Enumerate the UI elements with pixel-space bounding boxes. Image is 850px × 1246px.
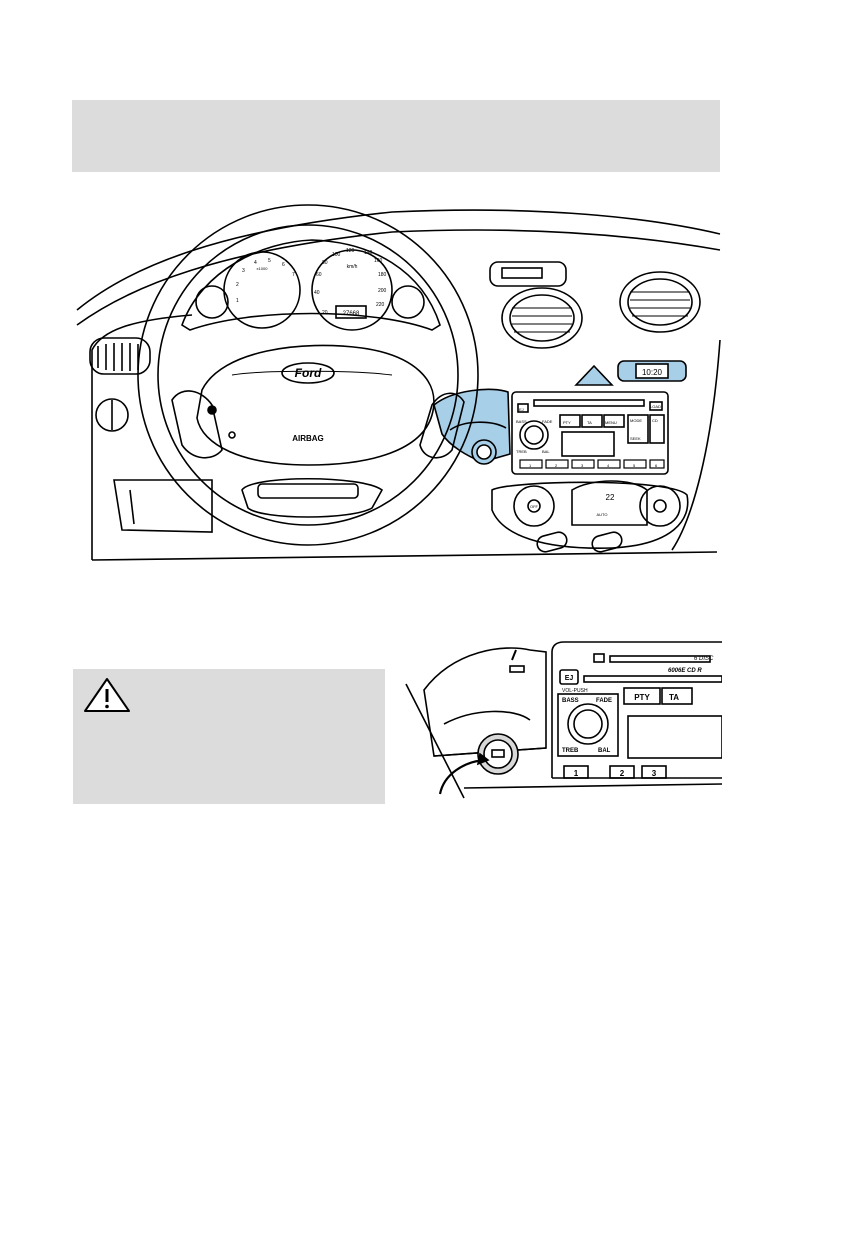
radio-fade-label: FADE	[542, 419, 553, 424]
dashboard-illustration: Ford AIRBAG km/h x1000 27668 10:20 22 AU…	[76, 204, 721, 561]
temp-display: 22	[606, 493, 615, 502]
speed-unit: km/h	[347, 264, 358, 270]
detail-bal-label: BAL	[598, 748, 611, 754]
radio-pty-label: PTY	[563, 420, 571, 425]
tacho-tick-1: 1	[236, 298, 239, 304]
detail-ej-label: EJ	[565, 675, 574, 682]
clock-display: 10:20	[642, 368, 663, 377]
tacho-tick-6: 6	[282, 262, 285, 268]
tacho-tick-labels: 1 2 3 4 5 6 7	[236, 258, 295, 304]
speedo-tick-40: 40	[314, 290, 320, 296]
detail-fade-label: FADE	[596, 698, 612, 704]
radio-ej-label: EJ	[519, 407, 524, 412]
radio-preset-3: 3	[581, 463, 584, 468]
radio-treb-label: TREB	[516, 449, 527, 454]
detail-volpush-label: VOL-PUSH	[562, 688, 588, 694]
climate-off-label: OFF	[530, 504, 539, 509]
speedo-tick-20: 20	[322, 310, 328, 316]
radio-load-label: LOAD	[650, 404, 661, 409]
radio-seek-label: SEEK	[630, 436, 641, 441]
tacho-unit: x1000	[257, 266, 269, 271]
tacho-tick-7: 7	[292, 272, 295, 278]
ford-logo: Ford	[295, 366, 322, 380]
speedo-tick-200: 200	[378, 288, 387, 294]
speedo-tick-60: 60	[316, 272, 322, 278]
speedo-tick-120: 120	[346, 248, 355, 254]
detail-ta-label: TA	[669, 693, 679, 702]
radio-preset-2: 2	[555, 463, 558, 468]
detail-preset-2: 2	[620, 769, 625, 778]
radio-cd-label: CD	[652, 418, 658, 423]
tacho-tick-2: 2	[236, 282, 239, 288]
header-band	[72, 100, 720, 172]
speedo-tick-160: 160	[374, 258, 383, 264]
detail-treb-label: TREB	[562, 748, 579, 754]
radio-preset-6: 6	[655, 463, 658, 468]
airbag-label: AIRBAG	[292, 434, 324, 443]
speedo-tick-labels: 20 40 60 80 100 120 140 160 180 200 220	[314, 248, 387, 316]
speedo-tick-220: 220	[376, 302, 385, 308]
radio-labels: EJ LOAD PTY TA MENU BASS FADE TREB BAL M…	[516, 404, 661, 468]
warning-triangle-icon	[84, 678, 130, 712]
tacho-tick-5: 5	[268, 258, 271, 264]
speedo-tick-100: 100	[332, 252, 341, 258]
speedo-tick-140: 140	[364, 250, 373, 256]
detail-preset-1: 1	[574, 769, 579, 778]
radio-preset-1: 1	[529, 463, 532, 468]
radio-preset-5: 5	[633, 463, 636, 468]
detail-disc-label: 6 DISC	[694, 656, 714, 662]
speedo-tick-180: 180	[378, 272, 387, 278]
detail-model-label: 6006E CD R	[668, 668, 702, 674]
climate-auto-label: AUTO	[596, 512, 607, 517]
speedo-tick-80: 80	[322, 260, 328, 266]
tacho-tick-4: 4	[254, 260, 257, 266]
lighter-detail-illustration: 6 DISC 6006E CD R EJ VOL-PUSH BASS FADE …	[405, 641, 722, 799]
radio-preset-4: 4	[607, 463, 610, 468]
radio-menu-label: MENU	[605, 420, 617, 425]
odometer: 27668	[343, 311, 360, 317]
detail-preset-3: 3	[652, 769, 657, 778]
detail-bass-label: BASS	[562, 698, 579, 704]
detail-pty-label: PTY	[634, 693, 650, 702]
radio-mode-label: MODE	[630, 418, 642, 423]
radio-bass-label: BASS	[516, 419, 527, 424]
radio-bal-label: BAL	[542, 449, 550, 454]
radio-ta-label: TA	[587, 420, 592, 425]
warning-box	[73, 669, 385, 804]
tacho-tick-3: 3	[242, 268, 245, 274]
